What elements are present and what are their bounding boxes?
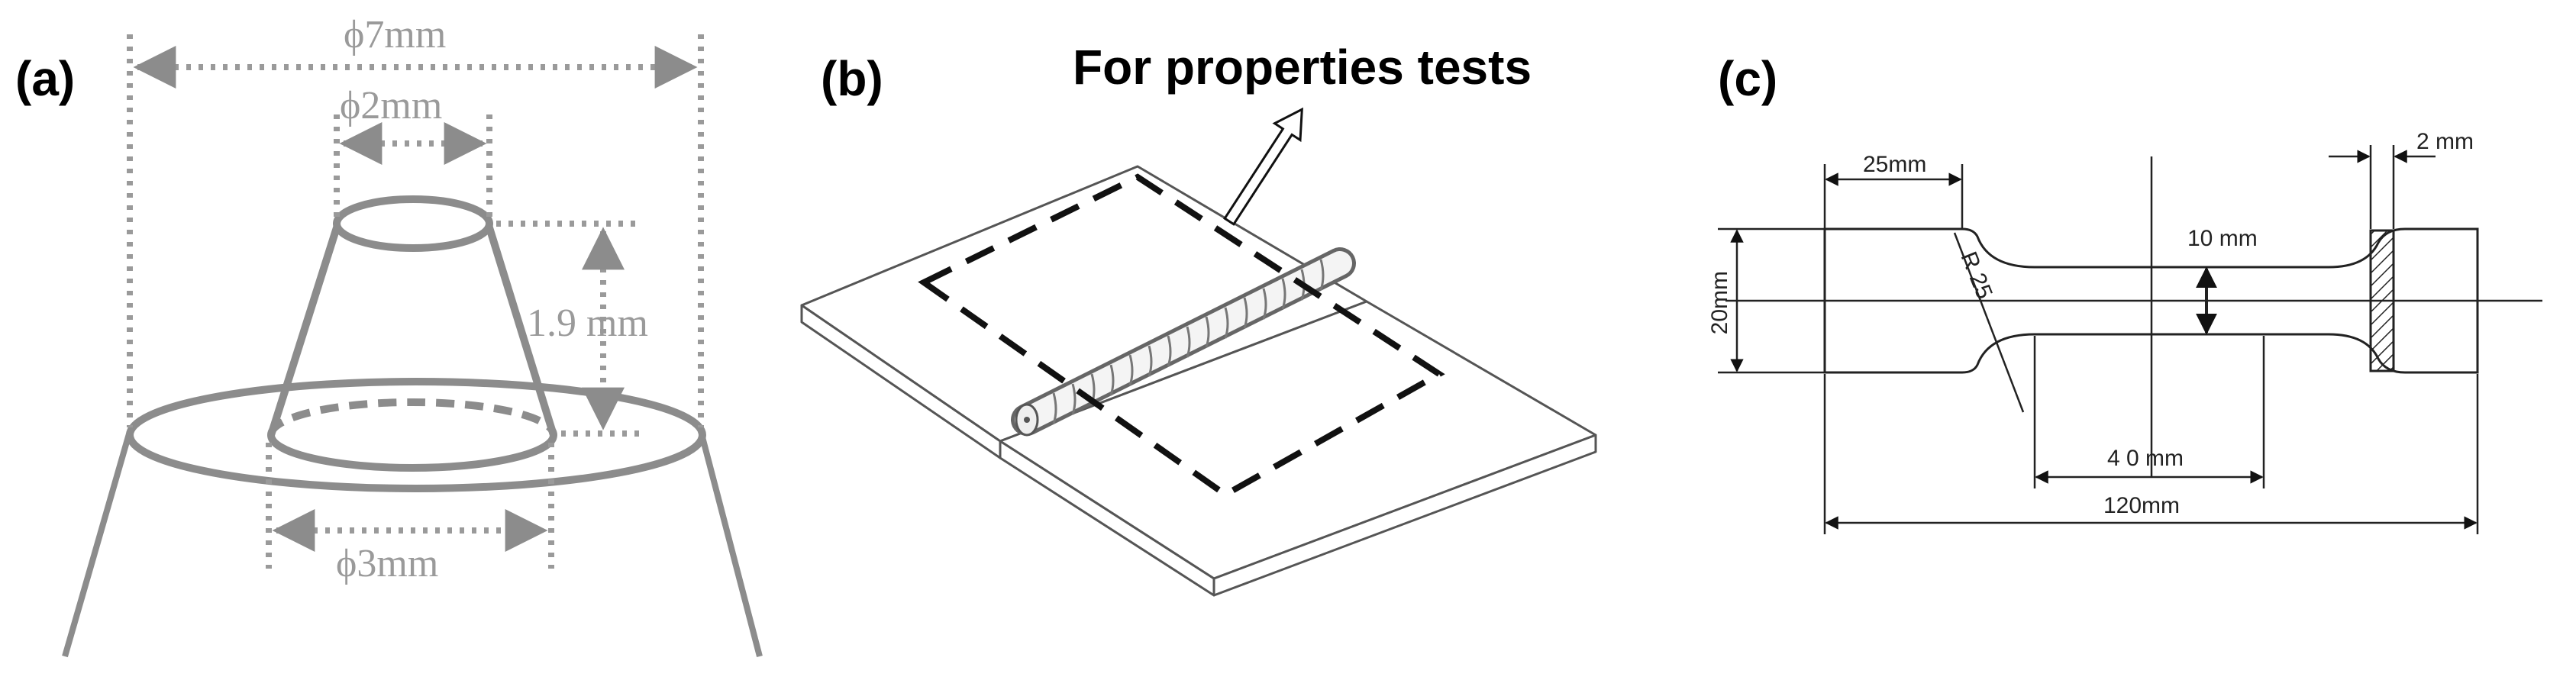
panel-c: (c) <box>1707 51 2542 534</box>
outer-diameter-label: ϕ7mm <box>344 13 446 56</box>
panel-b: (b) For properties tests <box>800 40 1597 597</box>
cone-left-side <box>267 224 341 437</box>
radius-leader <box>1953 232 2025 413</box>
panel-a-label: (a) <box>15 51 75 106</box>
bottom-diameter-label: ϕ3mm <box>336 542 438 585</box>
hollow-arrow-icon <box>1223 107 1303 226</box>
panel-b-label: (b) <box>821 51 883 106</box>
cone-right-side <box>485 224 557 437</box>
gauge-width-label: 10 mm <box>2187 226 2258 251</box>
weld-bead-core <box>1024 417 1030 423</box>
panel-a-dimension-lines <box>127 34 704 569</box>
total-length-label: 120mm <box>2103 493 2180 518</box>
right-support-line <box>698 430 763 658</box>
width-label: 20mm <box>1707 271 1732 334</box>
gauge-length-label: 4 0 mm <box>2107 446 2184 471</box>
right-plate-side <box>1212 434 1597 597</box>
cone-bottom-back-dashed <box>267 398 557 436</box>
left-support-line <box>62 430 133 658</box>
panel-c-label: (c) <box>1718 51 1777 106</box>
height-label: 1.9 mm <box>527 301 648 345</box>
specimen-outline <box>1823 227 2479 374</box>
cone-top-ellipse <box>333 195 493 252</box>
base-ellipse <box>126 378 706 492</box>
weld-ripples <box>1052 259 1325 424</box>
panel-a-geometry <box>62 195 763 658</box>
cone-bottom-front <box>267 434 557 472</box>
sample-region-outline <box>918 173 1445 498</box>
weld-plates <box>800 165 1597 597</box>
callout-arrow <box>1223 107 1303 226</box>
hatch-width-label: 2 mm <box>2416 129 2474 154</box>
grip-length-label: 25mm <box>1863 152 1926 177</box>
panel-a: (a) <box>15 13 763 658</box>
panel-c-dimension-lines <box>1718 145 2542 534</box>
top-diameter-label: ϕ2mm <box>340 84 442 127</box>
properties-tests-callout: For properties tests <box>1073 40 1532 95</box>
